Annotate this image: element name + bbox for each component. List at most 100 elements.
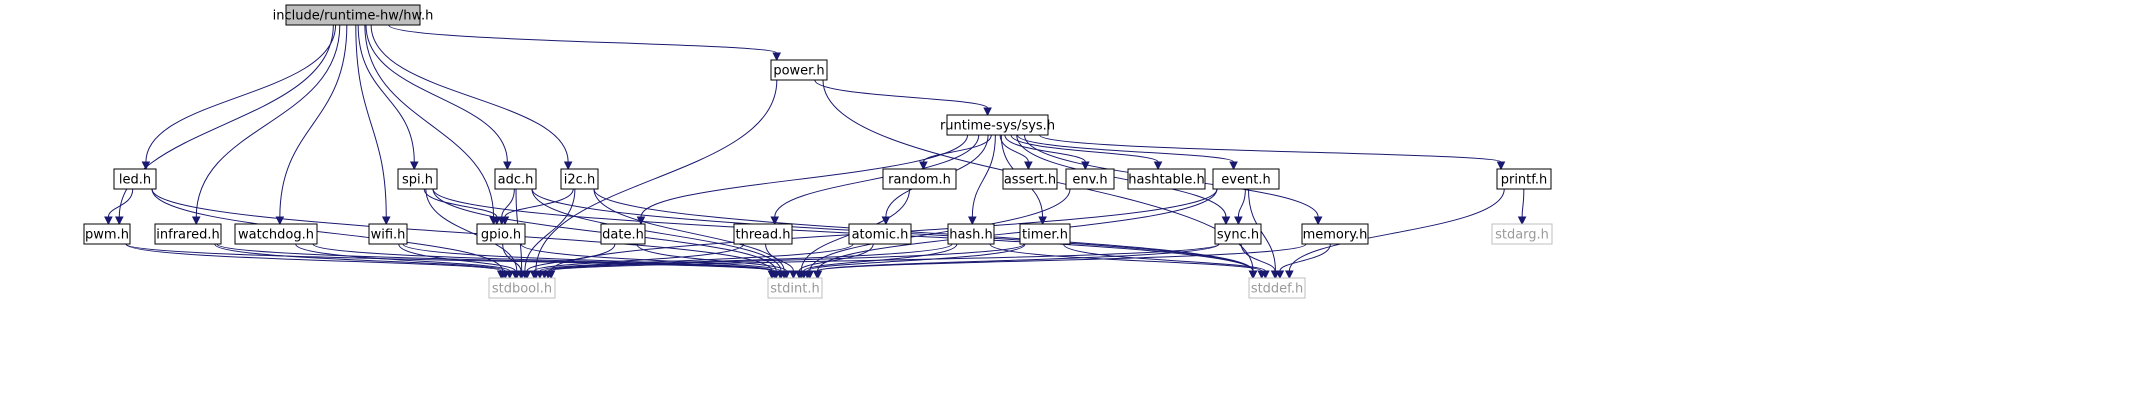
node-hw[interactable]: include/runtime-hw/hw.h: [273, 4, 434, 26]
node-wifi[interactable]: wifi.h: [368, 223, 408, 245]
arrowhead-event-to-sync: [1234, 216, 1243, 226]
arrowhead-i2c-to-stddef: [1248, 270, 1258, 280]
edge-infrared-to-stdbool: [214, 243, 506, 272]
node-printf-label: printf.h: [1501, 173, 1548, 188]
edge-hw-to-watchdog: [279, 24, 348, 218]
node-sys-box: [946, 114, 1049, 136]
arrowhead-hw-to-adc: [503, 161, 512, 171]
edge-led-to-stdint: [151, 188, 773, 272]
arrowhead-hw-to-power: [772, 52, 782, 62]
edge-date-to-stdbool: [526, 243, 616, 272]
arrowhead-gpio-to-stdint: [775, 270, 785, 280]
arrowhead-sync-to-stdbool: [546, 270, 556, 280]
arrowhead-printf-to-stdarg: [1517, 216, 1527, 226]
node-adc-box: [494, 168, 537, 190]
edge-sys-to-date: [640, 134, 969, 218]
node-thread[interactable]: thread.h: [733, 223, 793, 245]
node-infrared[interactable]: infrared.h: [154, 223, 222, 245]
edge-led-to-pwm: [107, 188, 134, 218]
node-assert[interactable]: assert.h: [1002, 168, 1058, 190]
edge-watchdog-to-stdbool: [295, 243, 511, 272]
node-timer-box: [1019, 223, 1071, 245]
node-led[interactable]: led.h: [113, 168, 157, 190]
edge-sys-to-hash: [971, 134, 996, 218]
node-thread-box: [733, 223, 793, 245]
node-hashtable[interactable]: hashtable.h: [1127, 168, 1206, 190]
node-spi[interactable]: spi.h: [397, 168, 438, 190]
node-power[interactable]: power.h: [770, 59, 828, 81]
node-adc[interactable]: adc.h: [494, 168, 537, 190]
edge-hw-to-adc: [365, 24, 508, 163]
edge-i2c-to-gpio: [504, 188, 574, 218]
edge-spi-to-stddef: [432, 188, 1254, 272]
edge-hw-to-led: [145, 24, 337, 163]
node-event[interactable]: event.h: [1212, 168, 1280, 190]
node-date[interactable]: date.h: [600, 223, 646, 245]
arrowhead-sys-to-sync: [1221, 216, 1231, 226]
node-pwm-box: [83, 223, 131, 245]
node-watchdog[interactable]: watchdog.h: [234, 223, 318, 245]
node-power-label: power.h: [773, 64, 824, 79]
arrowhead-sys-to-event: [1229, 161, 1238, 171]
node-event-box: [1212, 168, 1280, 190]
node-stdarg: stdarg.h: [1491, 223, 1553, 245]
node-pwm[interactable]: pwm.h: [83, 223, 131, 245]
node-random[interactable]: random.h: [882, 168, 957, 190]
edge-pwm-to-stdbool: [125, 243, 502, 272]
edge-event-to-stddef: [1247, 188, 1276, 272]
arrowhead-printf-to-stddef: [1285, 270, 1294, 280]
node-printf[interactable]: printf.h: [1496, 168, 1552, 190]
node-hashtable-box: [1127, 168, 1206, 190]
arrowhead-thread-to-stdint: [789, 270, 798, 280]
node-i2c[interactable]: i2c.h: [560, 168, 599, 190]
edge-spi-to-stdbool: [425, 188, 518, 272]
node-memory[interactable]: memory.h: [1301, 223, 1369, 245]
node-random-box: [882, 168, 957, 190]
arrowhead-date-to-stdbool: [522, 270, 532, 280]
node-atomic-label: atomic.h: [852, 228, 909, 243]
edge-memory-to-stddef: [1279, 243, 1331, 272]
edge-env-to-stdint: [809, 188, 1071, 272]
arrowhead-sys-to-hash: [968, 216, 977, 226]
arrowhead-hw-to-pwm: [114, 216, 124, 226]
arrowhead-sys-to-memory: [1313, 216, 1323, 226]
edge-timer-to-stdbool: [547, 243, 1025, 272]
edge-hw-to-spi: [357, 24, 415, 163]
edge-gpio-to-stdbool: [502, 243, 522, 272]
edge-timer-to-stdint: [807, 243, 1026, 272]
arrowhead-sys-to-printf: [1496, 161, 1506, 171]
node-hw-label: include/runtime-hw/hw.h: [273, 9, 434, 24]
node-i2c-label: i2c.h: [564, 173, 595, 188]
node-stdbool-box: [488, 277, 556, 299]
node-atomic-box: [848, 223, 912, 245]
edge-thread-to-stdbool: [533, 243, 745, 272]
node-sync[interactable]: sync.h: [1214, 223, 1262, 245]
node-atomic[interactable]: atomic.h: [848, 223, 912, 245]
edge-event-to-sync: [1237, 188, 1246, 218]
node-gpio[interactable]: gpio.h: [476, 223, 526, 245]
edge-printf-to-stddef: [1288, 188, 1505, 272]
node-stddef-box: [1248, 277, 1306, 299]
edge-timer-to-stddef: [1063, 243, 1266, 272]
arrowhead-sys-to-thread: [770, 216, 780, 226]
node-power-box: [770, 59, 828, 81]
arrowhead-memory-to-stdint: [813, 270, 823, 280]
edge-adc-to-gpio: [501, 188, 515, 218]
node-stdbool: stdbool.h: [488, 277, 556, 299]
node-wifi-box: [368, 223, 408, 245]
node-event-label: event.h: [1221, 173, 1270, 188]
node-hashtable-label: hashtable.h: [1128, 173, 1205, 188]
node-infrared-box: [154, 223, 222, 245]
node-sys[interactable]: runtime-sys/sys.h: [940, 114, 1055, 136]
node-env-label: env.h: [1072, 173, 1107, 188]
node-hash[interactable]: hash.h: [947, 223, 995, 245]
edge-event-to-stdint: [817, 188, 1218, 272]
node-timer[interactable]: timer.h: [1019, 223, 1071, 245]
node-stdarg-box: [1491, 223, 1553, 245]
node-env[interactable]: env.h: [1065, 168, 1115, 190]
node-date-box: [600, 223, 646, 245]
node-stddef-label: stddef.h: [1251, 282, 1303, 297]
node-printf-box: [1496, 168, 1552, 190]
edge-sys-to-env: [1004, 134, 1086, 163]
edge-hw-to-infrared: [195, 24, 341, 218]
